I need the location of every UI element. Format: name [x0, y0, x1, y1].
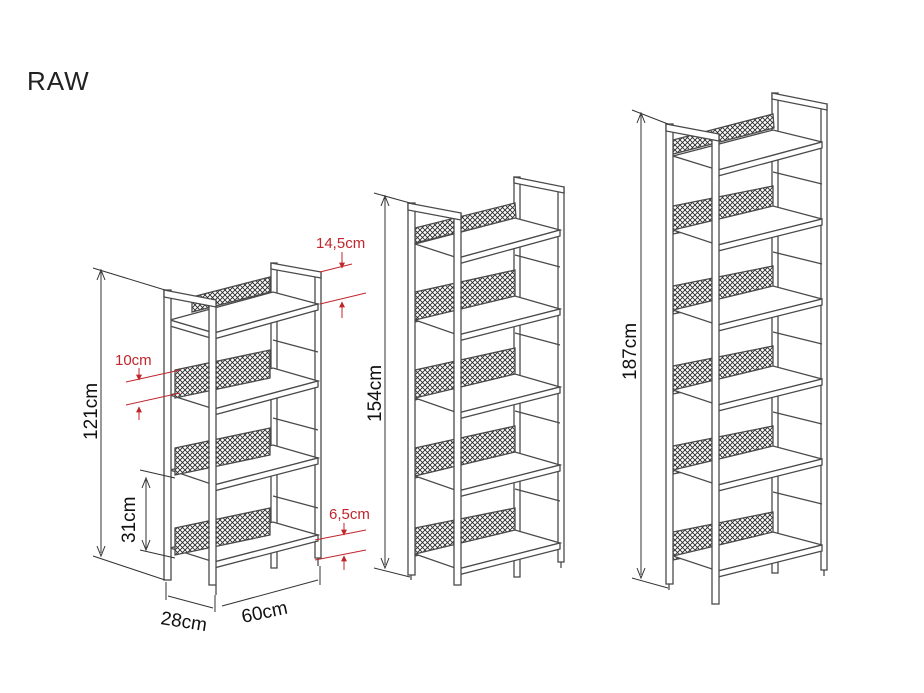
- small-shelf-red-dimensions: [125, 252, 367, 570]
- medium-shelf: [407, 176, 565, 586]
- small-width-label: 60cm: [240, 598, 290, 628]
- large-shelf-tiers: [670, 113, 823, 578]
- medium-shelf-tiers: [412, 202, 563, 576]
- small-bottom-gap-label: 6,5cm: [329, 506, 370, 523]
- small-back-panel-label: 10cm: [115, 352, 152, 369]
- large-height-label: 187cm: [620, 323, 641, 380]
- brand-label: RAW: [27, 66, 90, 96]
- medium-height-label: 154cm: [365, 365, 386, 422]
- small-shelf: [163, 262, 322, 595]
- small-tier-spacing-label: 31cm: [119, 497, 140, 543]
- small-shelf-dimensions: [92, 267, 321, 612]
- small-shelf-tiers: [167, 276, 321, 569]
- large-shelf: [665, 92, 828, 605]
- small-height-label: 121cm: [81, 383, 102, 440]
- small-depth-label: 28cm: [159, 608, 208, 636]
- medium-shelf-dimensions: [373, 192, 411, 578]
- large-shelf-dimensions: [631, 109, 669, 589]
- small-top-gap-label: 14,5cm: [316, 235, 365, 252]
